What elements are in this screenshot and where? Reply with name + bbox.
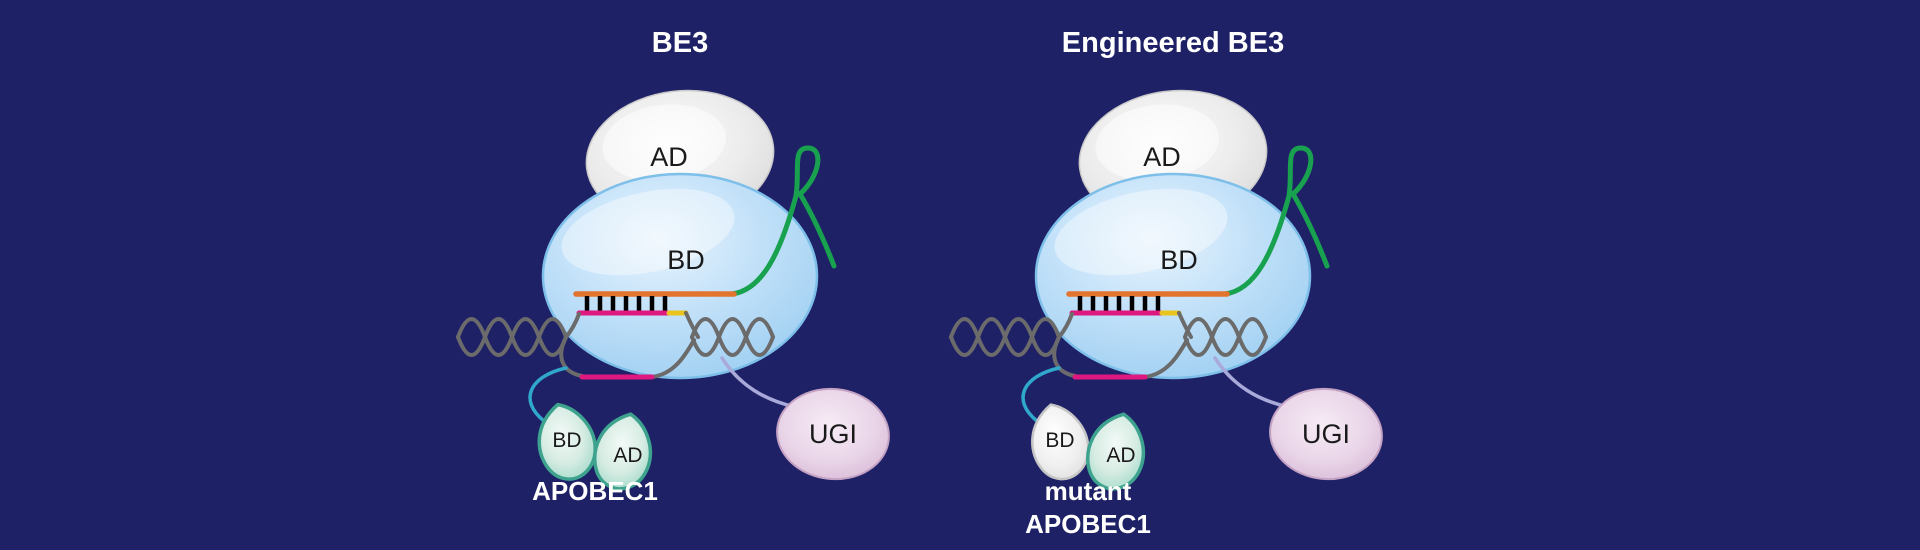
dna-double-helix [456, 311, 775, 379]
apobec-bd-label: BD [1045, 429, 1074, 452]
apobec-name-line2: APOBEC1 [1025, 509, 1151, 539]
cas9-bd-body [1034, 172, 1312, 380]
apobec-ad-leaf [593, 412, 653, 491]
apobec-ad-label: AD [1106, 444, 1135, 467]
apobec-bd-leaf [537, 402, 597, 481]
apobec-name-line1: mutant [1045, 476, 1132, 506]
ugi-linker [720, 356, 797, 409]
apobec-mutant-bd-leaf [1031, 403, 1090, 481]
panel-engineered-be3: Engineered BE3 [949, 27, 1383, 539]
cas9-bd-label: BD [1160, 245, 1198, 275]
base-pairing-ticks [584, 296, 668, 311]
ugi-body [1269, 387, 1383, 481]
ugi-body [776, 387, 890, 481]
sgrna-loop [1222, 145, 1330, 297]
sgrna-loop [729, 145, 837, 297]
apobec-linker [528, 366, 568, 423]
cas9-bd-label: BD [667, 245, 705, 275]
panel-title: BE3 [652, 27, 708, 59]
apobec-name-line1: APOBEC1 [532, 476, 658, 506]
dna-double-helix [949, 311, 1268, 379]
apobec-linker [1021, 366, 1061, 423]
cas9-ad-label: AD [1143, 142, 1181, 172]
panel-be3: BE3 [456, 27, 890, 506]
apobec-ad-label: AD [613, 444, 642, 467]
panel-title: Engineered BE3 [1062, 27, 1284, 59]
apobec-ad-leaf [1086, 412, 1146, 491]
apobec-bd-label: BD [552, 429, 581, 452]
cas9-ad-label: AD [650, 142, 688, 172]
base-pairing-ticks [1077, 296, 1161, 311]
ugi-linker [1213, 356, 1290, 409]
cas9-bd-body [541, 172, 819, 380]
ugi-label: UGI [809, 419, 857, 449]
ugi-label: UGI [1302, 419, 1350, 449]
